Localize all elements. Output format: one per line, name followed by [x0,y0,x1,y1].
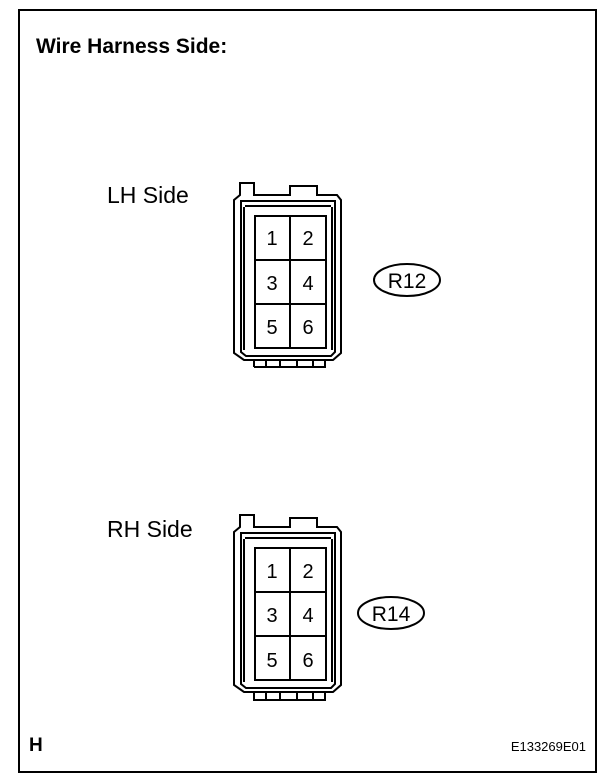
pin-number: 4 [302,605,313,627]
pin-number: 1 [266,561,277,583]
side-label-lh: LH Side [107,182,189,208]
connector-lh: LH Side 1 2 3 4 5 6 R12 [107,182,441,368]
connector-code-oval [373,263,441,297]
pin-number: 5 [266,650,277,672]
connector-code-rh: R14 [372,603,411,626]
connector-rh-housing [233,514,342,701]
pin-number: 6 [302,650,313,672]
connector-code-oval [357,596,425,630]
pin-number: 3 [266,605,277,627]
pin-number: 2 [302,561,313,583]
pin-number: 1 [266,228,277,250]
pin-number: 4 [302,273,313,295]
figure-id: E133269E01 [511,739,586,754]
pin-number: 6 [302,317,313,339]
pin-number: 2 [302,228,313,250]
diagram-title: Wire Harness Side: [36,35,227,58]
pin-number: 5 [266,317,277,339]
footer-left-label: H [29,735,43,756]
pin-number: 3 [266,273,277,295]
connector-lh-housing [233,182,342,368]
diagram-frame [18,9,597,773]
connector-code-lh: R12 [388,270,427,293]
side-label-rh: RH Side [107,516,193,542]
connector-rh: RH Side 1 2 3 4 5 6 R14 [107,514,425,701]
